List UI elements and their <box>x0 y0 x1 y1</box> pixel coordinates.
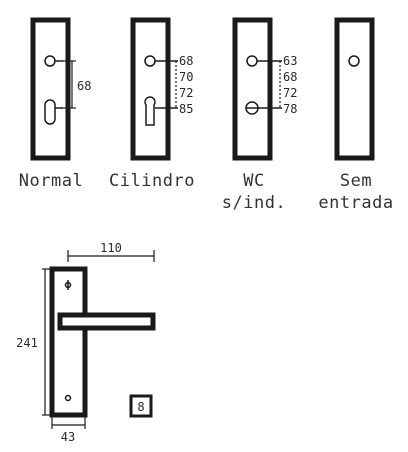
caption-normal: Normal <box>18 171 84 191</box>
cilindro-dim-1: 68 <box>179 54 193 68</box>
wc-dim-3: 72 <box>283 86 297 100</box>
size-badge <box>129 394 153 418</box>
cilindro-dim-3: 72 <box>179 86 193 100</box>
wc-plate <box>232 17 273 161</box>
wc-dim-4: 78 <box>283 102 297 116</box>
handle-height-label: 241 <box>16 336 38 350</box>
handle-detail: 110 241 43 8 <box>16 241 156 444</box>
variant-normal: 68 <box>30 17 91 161</box>
variant-cilindro: 68 70 72 85 <box>130 17 193 161</box>
cilindro-dim-2: 70 <box>179 70 193 84</box>
caption-sem-entrada: Sem entrada <box>318 171 394 213</box>
variant-wc: 63 68 72 78 <box>232 17 297 161</box>
normal-dim-label: 68 <box>77 79 91 93</box>
cilindro-euro-cylinder-icon <box>144 96 156 126</box>
sem-entrada-handle-hole-icon <box>348 55 360 67</box>
handle-backplate <box>49 266 88 418</box>
wc-dim-1: 63 <box>283 54 297 68</box>
cilindro-dim-4: 85 <box>179 102 193 116</box>
cilindro-plate <box>130 17 171 161</box>
variant-sem-entrada <box>334 17 375 161</box>
sem-entrada-plate <box>334 17 375 161</box>
caption-cilindro: Cilindro <box>109 171 195 191</box>
plate-width-label: 43 <box>61 430 75 444</box>
size-badge-label: 8 <box>137 400 144 414</box>
handle-width-label: 110 <box>100 241 122 255</box>
normal-plate <box>30 17 71 161</box>
caption-wc: WC s/ind. <box>221 171 287 213</box>
normal-keyhole-icon <box>44 99 56 125</box>
handle-lever <box>57 312 156 331</box>
wc-dim-2: 68 <box>283 70 297 84</box>
handle-bottom-screw-icon <box>64 394 72 402</box>
